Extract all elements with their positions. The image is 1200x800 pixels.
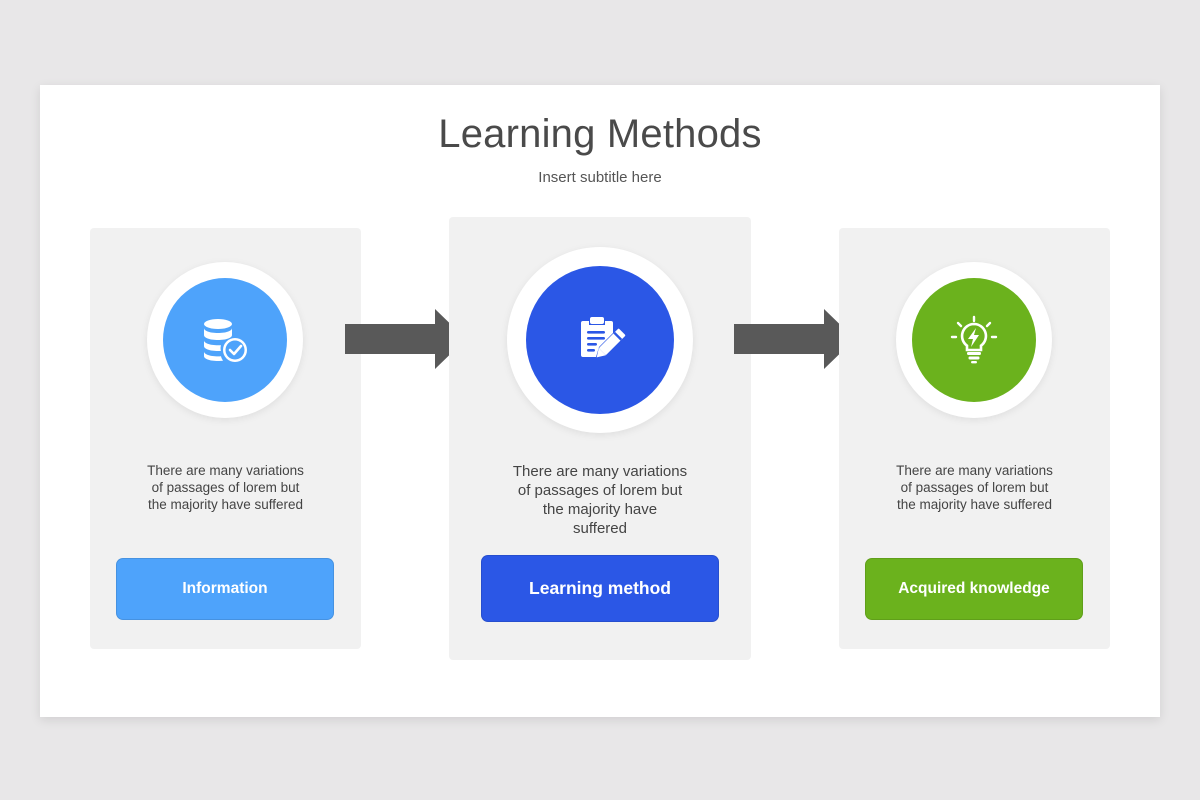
database-check-icon: [204, 319, 247, 362]
icon-ring: [896, 262, 1052, 418]
description-line: of passages of lorem but: [151, 480, 300, 495]
description-line: There are many variations: [147, 463, 304, 478]
acquired-knowledge-button[interactable]: Acquired knowledge: [865, 558, 1083, 620]
description-line: of passages of lorem but: [517, 482, 683, 499]
description-line: suffered: [573, 520, 627, 537]
icon-disc: [163, 278, 287, 402]
information-button[interactable]: Information: [116, 558, 334, 620]
step-card-acquired-knowledge: There are many variations of passages of…: [839, 228, 1110, 649]
description-line: the majority have: [542, 501, 658, 518]
icon-ring: [147, 262, 303, 418]
page-subtitle: Insert subtitle here: [538, 169, 662, 186]
step-description: There are many variations of passages of…: [449, 462, 751, 538]
arrow-right-icon: [734, 309, 855, 369]
step-card-learning-method: There are many variations of passages of…: [449, 217, 751, 660]
page-title: Learning Methods: [438, 112, 762, 156]
arrow-right-icon: [345, 309, 466, 369]
description-line: There are many variations: [896, 463, 1053, 478]
description-line: There are many variations: [512, 463, 688, 480]
document-edit-icon: [581, 317, 626, 358]
lightbulb-icon: [950, 315, 998, 364]
icon-ring: [507, 247, 693, 433]
description-line: the majority have suffered: [896, 497, 1053, 512]
step-description: There are many variations of passages of…: [839, 462, 1110, 513]
icon-disc: [912, 278, 1036, 402]
description-line: the majority have suffered: [147, 497, 304, 512]
description-line: of passages of lorem but: [900, 480, 1049, 495]
step-description: There are many variations of passages of…: [90, 462, 361, 513]
icon-disc: [526, 266, 674, 414]
learning-method-button[interactable]: Learning method: [481, 555, 719, 622]
step-card-information: There are many variations of passages of…: [90, 228, 361, 649]
